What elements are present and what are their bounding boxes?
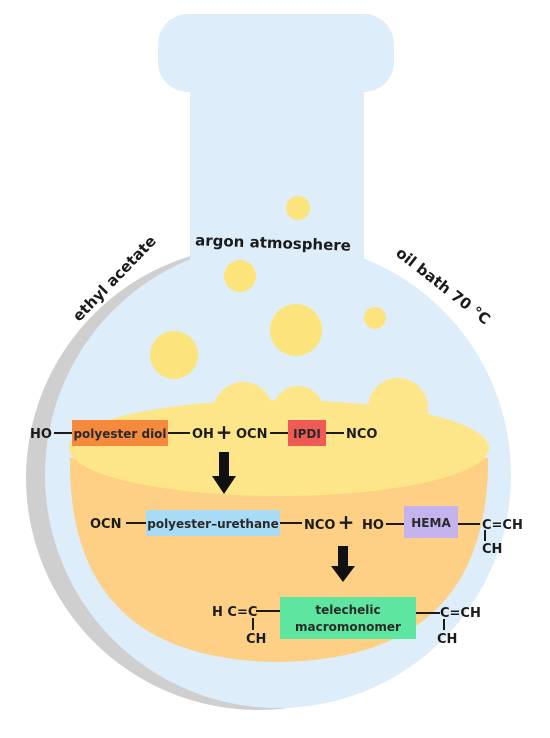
bubble-7 xyxy=(368,378,428,438)
ipdi-label: IPDI xyxy=(293,427,321,441)
macromonomer-box xyxy=(280,597,416,639)
r1-nco-label: NCO xyxy=(346,427,377,442)
r1-plus: + xyxy=(216,420,233,444)
bubble-4 xyxy=(364,307,386,329)
product-right-vinyl-label: C=CH xyxy=(440,606,481,621)
hema-label: HEMA xyxy=(411,516,451,530)
ipdi-box xyxy=(288,420,326,446)
hema-box xyxy=(404,506,458,538)
product-left-vinyl-label: H C=C xyxy=(212,605,257,620)
polyester-urethane-box xyxy=(146,510,280,536)
r1-ocn-label: OCN xyxy=(236,427,267,442)
macromonomer-line2: macromonomer xyxy=(295,620,401,634)
r2-ho-label: HO xyxy=(362,518,384,533)
polyester-diol-box xyxy=(72,420,168,446)
r1-ho-label: HO xyxy=(30,427,52,442)
r2-nco-label: NCO xyxy=(304,518,335,533)
atmosphere-label: argon atmosphere xyxy=(195,231,351,254)
r2-plus: + xyxy=(338,510,355,534)
bubble-6 xyxy=(213,382,273,442)
reaction-arrow-1 xyxy=(212,452,236,494)
bubble-3 xyxy=(270,304,322,356)
bubble-5 xyxy=(150,331,198,379)
r1-oh-label: OH xyxy=(192,427,214,442)
product-left-sub-label: CH xyxy=(246,632,266,647)
r2-vinyl-label: C=CH xyxy=(482,518,523,533)
polyester-diol-label: polyester diol xyxy=(73,427,166,441)
product-right-sub-label: CH xyxy=(437,632,457,647)
r2-ocn-label: OCN xyxy=(90,517,121,532)
bubble-2 xyxy=(224,260,256,292)
polyester-urethane-label: polyester–urethane xyxy=(147,517,279,531)
r2-vinyl-sub-label: CH xyxy=(482,542,502,557)
macromonomer-line1: telechelic xyxy=(315,603,380,617)
reaction-arrow-2 xyxy=(331,546,355,582)
bubble-1 xyxy=(286,196,310,220)
flask-neck xyxy=(190,70,364,270)
flask-mouth xyxy=(158,14,394,92)
